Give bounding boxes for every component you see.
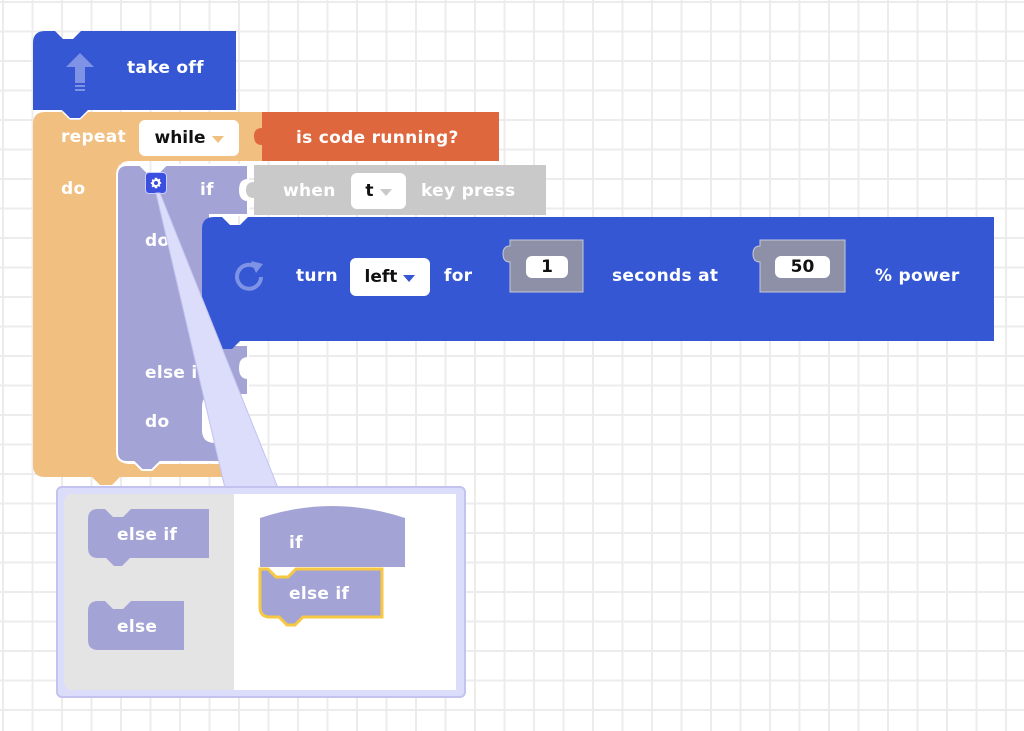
else-if-label: else if [145, 363, 206, 383]
seconds-value: 1 [541, 257, 553, 277]
gear-icon [150, 177, 162, 189]
repeat-label: repeat [61, 127, 127, 147]
chevron-down-icon [211, 135, 224, 143]
repeat-mode-value: while [154, 128, 206, 148]
chevron-down-icon [379, 188, 392, 196]
power-label: % power [875, 266, 960, 286]
key-value: t [365, 181, 374, 201]
when-label: when [283, 181, 336, 201]
direction-dropdown[interactable]: left [350, 258, 430, 296]
else-if-do-label: do [145, 412, 170, 432]
palette-else-if-label: else if [117, 525, 178, 545]
repeat-do-label: do [61, 179, 86, 199]
arrow-up-icon [66, 53, 94, 91]
seconds-at-label: seconds at [612, 266, 719, 286]
seconds-input[interactable]: 1 [526, 256, 568, 278]
workspace-else-if-label: else if [289, 584, 350, 604]
direction-value: left [364, 267, 398, 287]
take-off-label: take off [127, 58, 204, 78]
workspace-if-label: if [289, 533, 303, 553]
palette-else-label: else [117, 617, 158, 637]
chevron-down-icon [403, 274, 416, 282]
if-do-label: do [145, 231, 170, 251]
condition-label: is code running? [296, 128, 459, 148]
power-value: 50 [790, 257, 815, 277]
key-dropdown[interactable]: t [351, 173, 406, 209]
rotate-icon [235, 261, 263, 291]
repeat-mode-dropdown[interactable]: while [139, 120, 239, 156]
key-press-label: key press [421, 181, 516, 201]
if-label: if [200, 180, 214, 200]
turn-label: turn [296, 266, 338, 286]
for-label: for [444, 266, 473, 286]
power-input[interactable]: 50 [775, 256, 830, 278]
